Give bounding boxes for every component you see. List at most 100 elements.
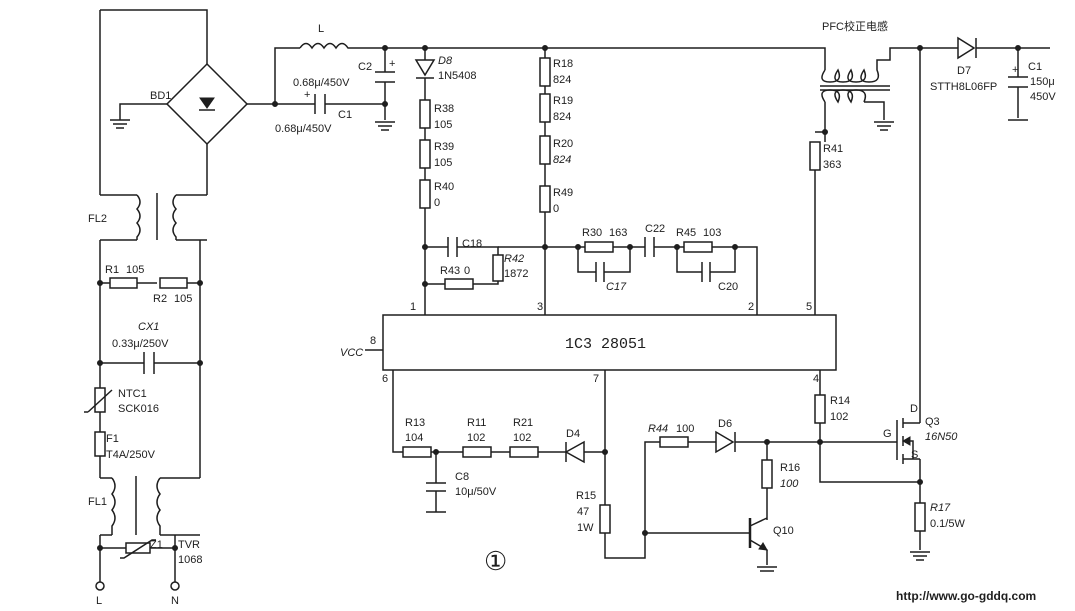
- r38-ref: R38: [434, 103, 454, 115]
- cx1-ref: CX1: [138, 321, 159, 333]
- resistor-r39: R39 105: [419, 139, 454, 180]
- r41-ref: R41: [823, 143, 843, 155]
- r30-value: 163: [609, 227, 627, 239]
- d7-ref: D7: [957, 65, 971, 77]
- r39-ref: R39: [434, 141, 454, 153]
- r19-ref: R19: [553, 95, 573, 107]
- pin4-network: R14 102 D G S Q3 16N50 R17 0.1/5W: [814, 370, 965, 561]
- bd1-label: BD1: [150, 90, 171, 102]
- r14-ref: R14: [830, 395, 850, 407]
- resistor-r40: R40 0: [419, 179, 454, 315]
- cx1-value: 0.33μ/250V: [112, 338, 169, 350]
- z1-label: Z1: [150, 539, 163, 551]
- resistor-r1: R1 105: [100, 264, 157, 289]
- r2-value: 105: [174, 293, 192, 305]
- r11-value: 102: [467, 432, 485, 444]
- terminal-l: L: [95, 581, 105, 607]
- r20-ref: R20: [553, 138, 573, 150]
- q3-g-label: G: [883, 428, 892, 440]
- resistor-r18: R18 824: [539, 48, 573, 87]
- resistor-r41: R41 363: [809, 131, 843, 315]
- terminal-n-label: N: [171, 595, 179, 607]
- fl2-label: FL2: [88, 213, 107, 225]
- capacitor-c1-output: + C1 150μ 450V: [1008, 45, 1056, 121]
- r21-value: 102: [513, 432, 531, 444]
- r44-ref: R44: [648, 423, 668, 435]
- c8-ref: C8: [455, 471, 469, 483]
- diode-d8: D8 1N5408: [414, 48, 477, 100]
- capacitor-cx1: CX1 0.33μ/250V: [100, 321, 200, 374]
- common-mode-choke-fl2: FL2: [88, 193, 207, 241]
- pin7-network: R15 47 1W R44 100 D6 R16 100 Q10: [576, 370, 880, 572]
- r42-value: 1872: [504, 268, 528, 280]
- resistor-r38: R38 105: [419, 99, 454, 140]
- c1-input-plus: +: [304, 89, 310, 101]
- ic-pin-4: 4: [813, 373, 819, 385]
- r2-ref: R2: [153, 293, 167, 305]
- r43-ref: R43: [440, 265, 460, 277]
- c20-label: C20: [718, 281, 738, 293]
- terminal-n: N: [170, 581, 180, 607]
- f1-ref: F1: [106, 433, 119, 445]
- q3-s-label: S: [911, 449, 918, 461]
- r39-value: 105: [434, 157, 452, 169]
- r15-ref: R15: [576, 490, 596, 502]
- r17-value: 0.1/5W: [930, 518, 965, 530]
- r38-value: 105: [434, 119, 452, 131]
- ic-vcc-label: VCC: [340, 347, 363, 359]
- ic-name: 1C3 28051: [565, 336, 646, 353]
- q3-d-label: D: [910, 403, 918, 415]
- r44-value: 100: [676, 423, 694, 435]
- ic-pin-7: 7: [593, 373, 599, 385]
- c8-value: 10μ/50V: [455, 486, 497, 498]
- r13-value: 104: [405, 432, 423, 444]
- thermistor-ntc1: NTC1 SCK016: [84, 387, 159, 415]
- q10-label: Q10: [773, 525, 794, 537]
- c2-value: 0.68μ/450V: [293, 77, 350, 89]
- tvr-value: 1068: [178, 554, 202, 566]
- c1-output-plus: +: [1012, 64, 1018, 76]
- tvr-ref: TVR: [178, 539, 200, 551]
- d4-label: D4: [566, 428, 580, 440]
- capacitor-c2: + C2 0.68μ/450V: [293, 45, 395, 120]
- mosfet-q3: D G S Q3 16N50: [880, 403, 958, 482]
- ntc1-value: SCK016: [118, 403, 159, 415]
- top-rail: [415, 45, 826, 70]
- r15-power: 1W: [577, 522, 594, 534]
- r1-value: 105: [126, 264, 144, 276]
- q3-ref: Q3: [925, 416, 940, 428]
- ic-28051: 1C3 28051 VCC 8 1 2 3 4 5 6 7: [340, 301, 837, 385]
- r19-value: 824: [553, 111, 571, 123]
- ground-symbol-pfc: [874, 121, 894, 131]
- ground-symbol-c2: [375, 121, 395, 131]
- c17-label: C17: [606, 281, 627, 293]
- bridge-rectifier-bd1: BD1: [150, 62, 249, 146]
- pin6-network: R13 104 R11 102 R21 102 D4 C8 10μ/50V: [392, 370, 605, 513]
- r18-value: 824: [553, 74, 571, 86]
- compensation-network: C18 R42 1872 R43 0 R30 163 C17 C22: [422, 223, 758, 315]
- source-url: http://www.go-gddq.com: [896, 589, 1036, 603]
- varistor-z1: Z1: [120, 539, 163, 559]
- r11-ref: R11: [467, 417, 486, 429]
- inductor-l-label: L: [318, 23, 324, 35]
- f1-value: T4A/250V: [106, 449, 156, 461]
- r45-ref: R45: [676, 227, 696, 239]
- r41-value: 363: [823, 159, 841, 171]
- fl1-label: FL1: [88, 496, 107, 508]
- resistor-r49: R49 0: [539, 164, 573, 315]
- inductor-l: L: [299, 23, 415, 50]
- c22-label: C22: [645, 223, 665, 235]
- r16-ref: R16: [780, 462, 800, 474]
- transistor-q10: Q10: [645, 517, 794, 565]
- r13-ref: R13: [405, 417, 425, 429]
- c2-plus: +: [389, 58, 395, 70]
- r14-value: 102: [830, 411, 848, 423]
- r45-value: 103: [703, 227, 721, 239]
- r18-ref: R18: [553, 58, 573, 70]
- c1-output-value: 150μ: [1030, 76, 1055, 88]
- c1-input-value: 0.68μ/450V: [275, 123, 332, 135]
- common-mode-choke-fl1: FL1: [88, 476, 200, 536]
- q3-value: 16N50: [925, 431, 958, 443]
- d8-ref: D8: [438, 55, 453, 67]
